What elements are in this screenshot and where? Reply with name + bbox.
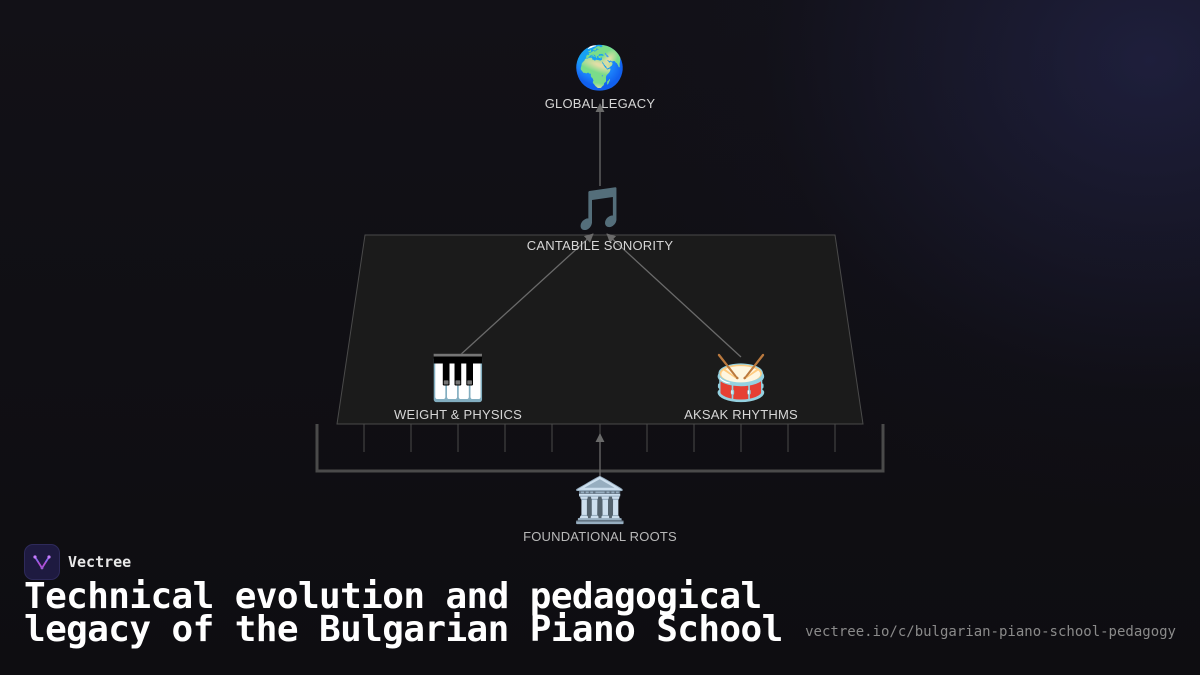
vectree-logo-icon: [24, 544, 60, 580]
page-title: Technical evolution and pedagogical lega…: [24, 576, 783, 650]
globe-africa-icon: 🌍: [574, 43, 626, 92]
edge-weight-to-cantabile: [457, 233, 594, 358]
source-url[interactable]: vectree.io/c/bulgarian-piano-school-peda…: [805, 624, 1176, 640]
musical-note-icon: 🎵: [574, 185, 626, 232]
node-label-foundational-roots: FOUNDATIONAL ROOTS: [523, 529, 677, 544]
node-label-aksak-rhythms: AKSAK RHYTHMS: [684, 407, 798, 422]
brand-name: Vectree: [68, 553, 132, 571]
platform: [336, 234, 864, 425]
node-label-global-legacy: GLOBAL LEGACY: [544, 96, 656, 111]
classical-building-icon: 🏛️: [573, 475, 628, 525]
drum-icon: 🥁: [714, 353, 769, 403]
edge-aksak-to-cantabile: [606, 233, 742, 358]
brand[interactable]: Vectree: [24, 544, 131, 580]
node-label-cantabile-sonority: CANTABILE SONORITY: [526, 238, 674, 253]
node-label-weight-physics: WEIGHT & PHYSICS: [394, 407, 522, 422]
piano-keys-icon: 🎹: [431, 353, 486, 403]
